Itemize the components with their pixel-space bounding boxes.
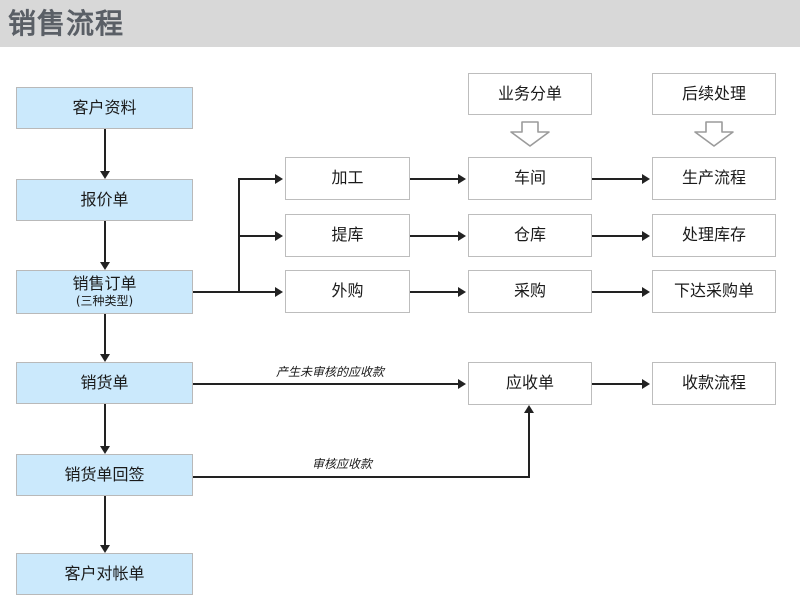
- arrow-right-icon: [642, 287, 650, 297]
- node-stock-pickup-label: 提库: [331, 225, 364, 245]
- node-receivable-doc[interactable]: 应收单: [468, 362, 592, 405]
- node-collection-flow[interactable]: 收款流程: [652, 362, 776, 405]
- edge-line: [104, 496, 106, 546]
- arrow-right-icon: [458, 174, 466, 184]
- node-outsourcing-label: 外购: [331, 281, 364, 301]
- node-workshop[interactable]: 车间: [468, 157, 592, 200]
- arrow-down-icon: [99, 354, 110, 362]
- block-arrow-down-icon: [510, 121, 550, 147]
- arrow-right-icon: [458, 231, 466, 241]
- edge-line: [104, 221, 106, 263]
- node-customer-profile[interactable]: 客户资料: [16, 87, 193, 129]
- node-warehouse-label: 仓库: [513, 225, 546, 245]
- node-customer-statement-label: 客户对帐单: [64, 563, 145, 583]
- edge-line: [193, 291, 240, 293]
- arrow-down-icon: [99, 446, 110, 454]
- group-header-business-split-label: 业务分单: [497, 83, 562, 103]
- edge-line: [193, 383, 460, 385]
- arrow-down-icon: [99, 171, 110, 179]
- edge-line: [592, 235, 644, 237]
- node-processing-label: 加工: [331, 168, 364, 188]
- node-receivable-doc-label: 应收单: [505, 373, 554, 393]
- page-title: 销售流程: [8, 7, 125, 40]
- group-header-business-split[interactable]: 业务分单: [468, 73, 592, 115]
- edge-line: [592, 178, 644, 180]
- arrow-down-icon: [99, 545, 110, 553]
- arrow-right-icon: [275, 174, 283, 184]
- edge-line: [104, 404, 106, 447]
- edge-line: [410, 291, 460, 293]
- header-bar: [0, 0, 800, 47]
- edge-line: [238, 291, 277, 293]
- arrow-right-icon: [458, 287, 466, 297]
- node-purchasing[interactable]: 采购: [468, 270, 592, 313]
- node-warehouse[interactable]: 仓库: [468, 214, 592, 257]
- node-sales-order-sublabel: (三种类型): [75, 293, 134, 308]
- node-outsourcing[interactable]: 外购: [285, 270, 410, 313]
- node-sales-order[interactable]: 销售订单 (三种类型): [16, 270, 193, 314]
- node-issue-purchase-order[interactable]: 下达采购单: [652, 270, 776, 313]
- block-arrow-down-icon: [694, 121, 734, 147]
- node-collection-flow-label: 收款流程: [681, 373, 746, 393]
- node-quotation[interactable]: 报价单: [16, 179, 193, 221]
- node-customer-statement[interactable]: 客户对帐单: [16, 553, 193, 595]
- node-handle-inventory[interactable]: 处理库存: [652, 214, 776, 257]
- arrow-right-icon: [458, 379, 466, 389]
- edge-line: [193, 476, 530, 478]
- node-customer-profile-label: 客户资料: [72, 97, 137, 117]
- node-quotation-label: 报价单: [80, 189, 129, 209]
- edge-line: [528, 413, 530, 477]
- edge-line: [238, 178, 277, 180]
- group-header-followup-label: 后续处理: [681, 83, 746, 103]
- edge-line: [104, 314, 106, 355]
- edge-label-unaudited-receivable: 产生未审核的应收款: [276, 365, 385, 379]
- edge-line: [238, 235, 277, 237]
- edge-label-audited-receivable: 审核应收款: [312, 457, 373, 471]
- node-sales-order-label: 销售订单: [72, 274, 137, 294]
- group-header-followup[interactable]: 后续处理: [652, 73, 776, 115]
- arrow-right-icon: [275, 231, 283, 241]
- arrow-right-icon: [642, 231, 650, 241]
- node-workshop-label: 车间: [513, 168, 546, 188]
- edge-line: [104, 129, 106, 172]
- node-issue-purchase-order-label: 下达采购单: [673, 281, 754, 301]
- edge-line: [410, 235, 460, 237]
- node-sales-delivery-label: 销货单: [80, 372, 129, 392]
- arrow-right-icon: [275, 287, 283, 297]
- node-processing[interactable]: 加工: [285, 157, 410, 200]
- node-purchasing-label: 采购: [513, 281, 546, 301]
- node-delivery-receipt[interactable]: 销货单回签: [16, 454, 193, 496]
- edge-line: [592, 383, 644, 385]
- node-handle-inventory-label: 处理库存: [681, 225, 746, 245]
- arrow-right-icon: [642, 174, 650, 184]
- node-production-flow[interactable]: 生产流程: [652, 157, 776, 200]
- arrow-down-icon: [99, 262, 110, 270]
- node-production-flow-label: 生产流程: [681, 168, 746, 188]
- arrow-up-icon: [523, 405, 534, 413]
- node-stock-pickup[interactable]: 提库: [285, 214, 410, 257]
- arrow-right-icon: [642, 379, 650, 389]
- node-sales-delivery[interactable]: 销货单: [16, 362, 193, 404]
- node-delivery-receipt-label: 销货单回签: [64, 464, 145, 484]
- edge-line: [592, 291, 644, 293]
- edge-line: [410, 178, 460, 180]
